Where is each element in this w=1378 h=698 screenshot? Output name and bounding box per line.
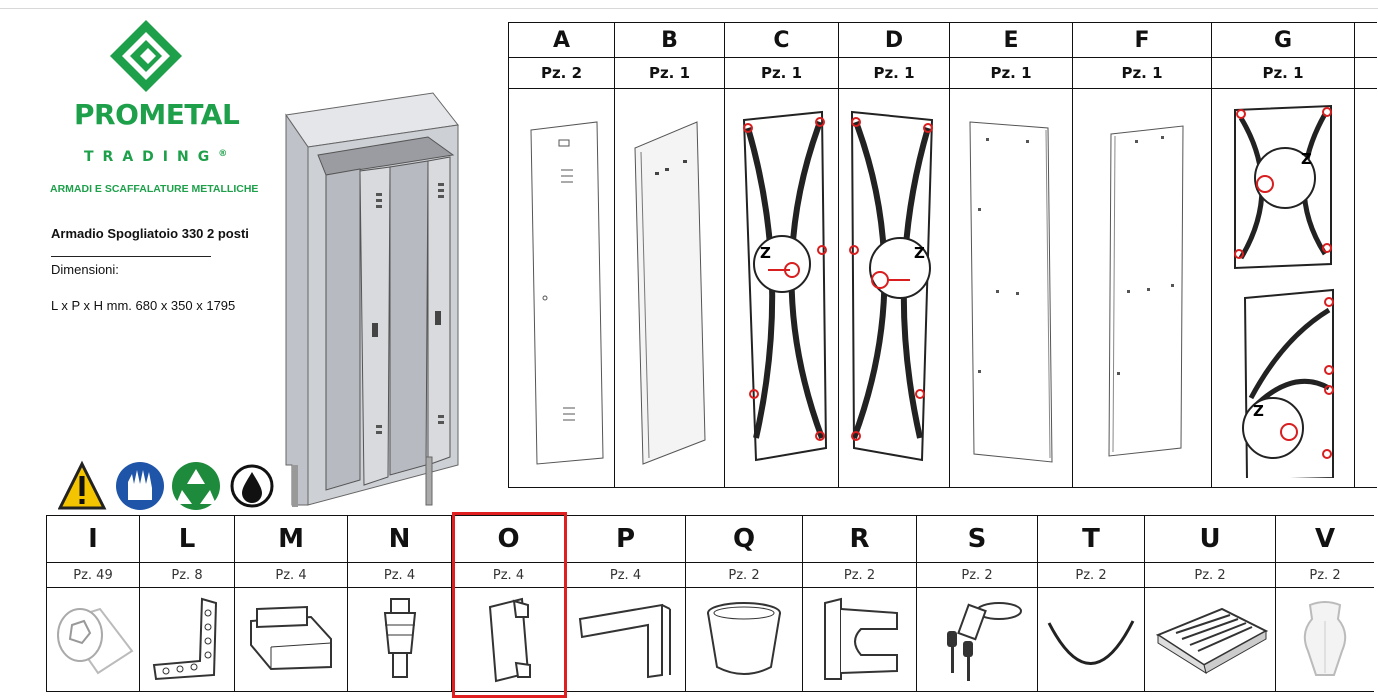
part-letter-c: C <box>724 22 839 58</box>
part-qty-r: Pz. 2 <box>802 562 917 588</box>
part-image-m <box>234 587 348 692</box>
part-qty-i: Pz. 49 <box>46 562 140 588</box>
part-image-l <box>139 587 235 692</box>
part-letter-overflow <box>1354 22 1377 58</box>
part-image-n <box>347 587 452 692</box>
product-name: Armadio Spogliatoio 330 2 posti <box>51 226 249 241</box>
part-letter-v: V <box>1275 515 1374 563</box>
part-letter-r: R <box>802 515 917 563</box>
safety-icons <box>58 460 274 510</box>
part-image-u <box>1144 587 1276 692</box>
part-qty-v: Pz. 2 <box>1275 562 1374 588</box>
part-image-r <box>802 587 917 692</box>
recycle-icon <box>172 462 220 510</box>
part-letter-i: I <box>46 515 140 563</box>
part-image-d: Z <box>838 88 950 488</box>
part-letter-a: A <box>508 22 615 58</box>
part-image-f <box>1072 88 1212 488</box>
dimensions-value: L x P x H mm. 680 x 350 x 1795 <box>51 298 236 313</box>
part-qty-t: Pz. 2 <box>1037 562 1145 588</box>
part-qty-u: Pz. 2 <box>1144 562 1276 588</box>
part-image-o <box>451 587 566 692</box>
warning-icon <box>58 460 107 510</box>
detail-marker-g2: Z <box>1253 402 1264 420</box>
part-letter-d: D <box>838 22 950 58</box>
part-image-a <box>508 88 615 488</box>
prometal-logo-icon <box>110 20 182 92</box>
part-letter-q: Q <box>685 515 803 563</box>
part-qty-p: Pz. 4 <box>565 562 686 588</box>
dimensions-label: Dimensioni: <box>51 262 119 277</box>
divider <box>51 256 211 257</box>
part-image-e <box>949 88 1073 488</box>
company-tagline: ARMADI E SCAFFALATURE METALLICHE <box>50 183 259 195</box>
part-qty-a: Pz. 2 <box>508 57 615 89</box>
part-qty-o: Pz. 4 <box>451 562 566 588</box>
part-qty-d: Pz. 1 <box>838 57 950 89</box>
top-rule <box>0 8 1378 9</box>
part-letter-n: N <box>347 515 452 563</box>
gloves-icon <box>116 462 164 510</box>
part-image-b <box>614 88 725 488</box>
part-image-s <box>916 587 1038 692</box>
part-qty-c: Pz. 1 <box>724 57 839 89</box>
part-image-q <box>685 587 803 692</box>
company-subtitle: TRADING® <box>84 149 228 165</box>
part-qty-q: Pz. 2 <box>685 562 803 588</box>
part-letter-s: S <box>916 515 1038 563</box>
part-qty-b: Pz. 1 <box>614 57 725 89</box>
highlighted-part-frame <box>452 512 567 698</box>
part-letter-u: U <box>1144 515 1276 563</box>
part-qty-m: Pz. 4 <box>234 562 348 588</box>
part-letter-g: G <box>1211 22 1355 58</box>
part-qty-overflow <box>1354 57 1377 89</box>
part-letter-p: P <box>565 515 686 563</box>
company-name: PROMETAL <box>74 98 240 131</box>
locker-cabinet-image <box>285 92 459 507</box>
part-qty-s: Pz. 2 <box>916 562 1038 588</box>
part-qty-n: Pz. 4 <box>347 562 452 588</box>
part-image-v <box>1275 587 1374 692</box>
part-image-t <box>1037 587 1145 692</box>
part-letter-b: B <box>614 22 725 58</box>
part-image-c: Z <box>724 88 839 488</box>
part-letter-m: M <box>234 515 348 563</box>
part-qty-e: Pz. 1 <box>949 57 1073 89</box>
part-letter-t: T <box>1037 515 1145 563</box>
parts-table-bottom: I L M N O P Q R S T U V Pz. 49 Pz. 8 Pz.… <box>46 515 1374 692</box>
part-qty-f: Pz. 1 <box>1072 57 1212 89</box>
part-qty-g: Pz. 1 <box>1211 57 1355 89</box>
detail-marker-d: Z <box>914 244 925 262</box>
detail-marker-c: Z <box>760 244 771 262</box>
parts-table-top: A B C D E F G Pz. 2 Pz. 1 Pz. 1 Pz. 1 Pz… <box>508 22 1377 488</box>
part-letter-f: F <box>1072 22 1212 58</box>
part-qty-l: Pz. 8 <box>139 562 235 588</box>
part-image-p <box>565 587 686 692</box>
detail-marker-g1: Z <box>1301 150 1312 168</box>
part-image-i <box>46 587 140 692</box>
part-letter-e: E <box>949 22 1073 58</box>
part-letter-l: L <box>139 515 235 563</box>
oil-drop-icon <box>230 464 274 508</box>
part-image-overflow <box>1354 88 1377 488</box>
